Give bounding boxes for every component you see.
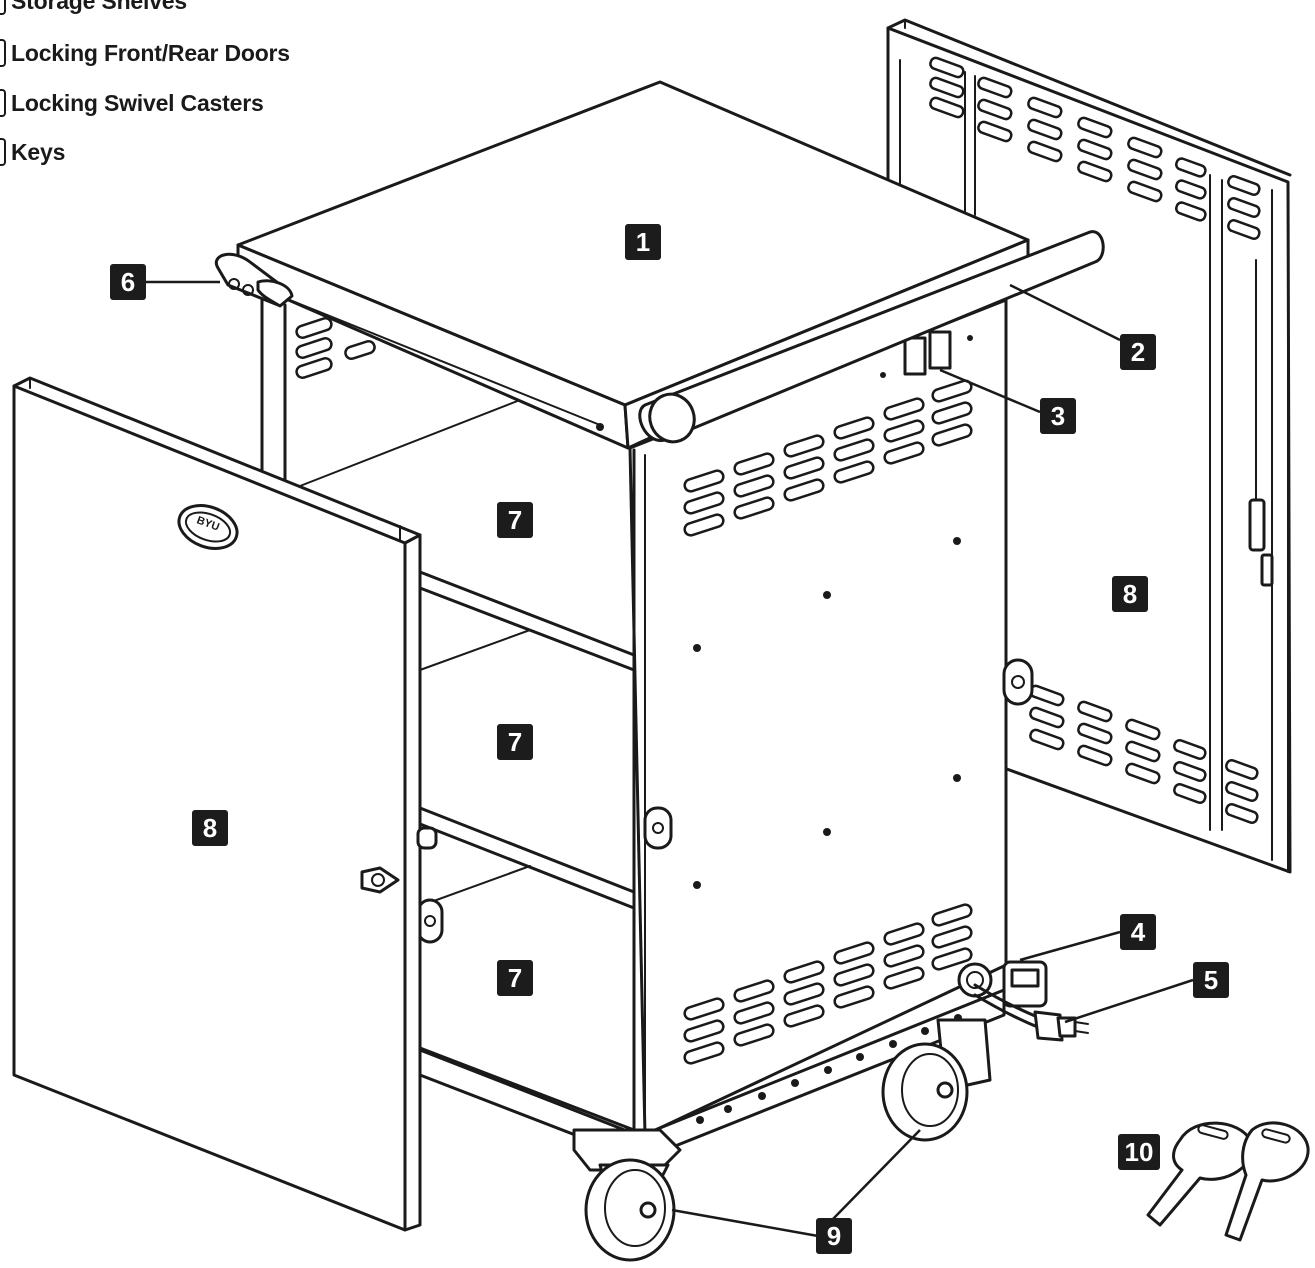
callout-handle: 2 [1120, 334, 1156, 370]
callout-power-plug: 5 [1193, 962, 1229, 998]
callout-front-door: 8 [192, 810, 228, 846]
legend-item-storage-shelves: Storage Shelves [0, 0, 187, 18]
legend-item-locking-doors: Locking Front/Rear Doors [0, 36, 290, 70]
callout-side-handle: 6 [110, 264, 146, 300]
callout-shelf-middle: 7 [497, 724, 533, 760]
callout-shelf-bottom: 7 [497, 960, 533, 996]
front-door-drawing [14, 378, 436, 1230]
callout-top-surface: 1 [625, 224, 661, 260]
callout-cord-wrap: 4 [1120, 914, 1156, 950]
keys-drawing [1148, 1123, 1308, 1240]
legend-item-locking-casters: Locking Swivel Casters [0, 86, 264, 120]
legend-item-keys: Keys [0, 135, 65, 169]
callout-outlets: 3 [1040, 398, 1076, 434]
callout-shelf-top: 7 [497, 502, 533, 538]
callout-rear-door: 8 [1112, 576, 1148, 612]
caster-front [574, 1130, 680, 1260]
callout-keys: 10 [1118, 1134, 1160, 1170]
callout-casters: 9 [816, 1218, 852, 1254]
